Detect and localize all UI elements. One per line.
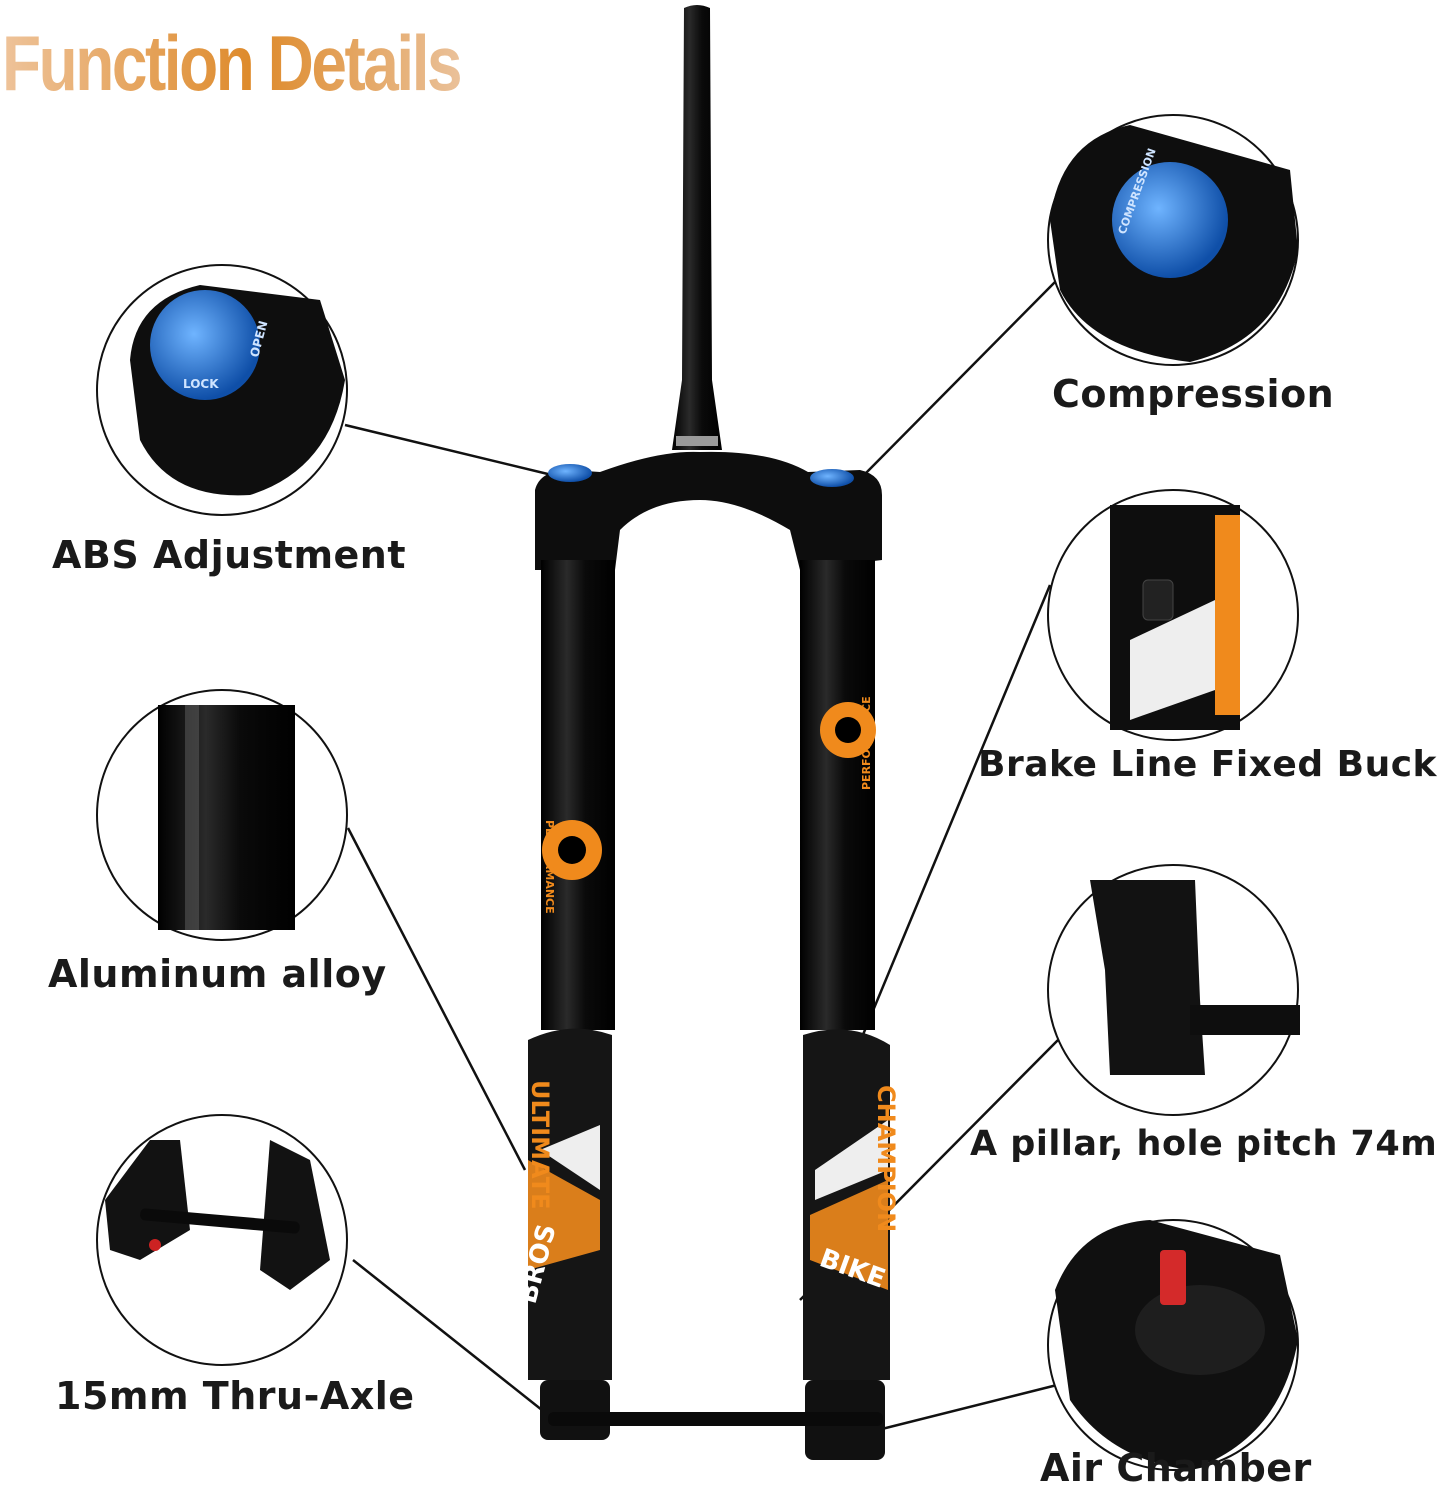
abs-knob-detail	[150, 290, 260, 400]
fork-crown	[535, 451, 882, 570]
leader-line-axle	[352, 1259, 553, 1419]
leader-line-air	[869, 1381, 1066, 1434]
left-stanchion	[541, 560, 615, 1030]
label-brake-line-fixed-buckle: Brake Line Fixed Buckle	[978, 744, 1440, 785]
label-abs-adjustment: ABS Adjustment	[52, 533, 407, 577]
leader-line-compression	[863, 281, 1056, 476]
leader-line-aluminum	[346, 827, 527, 1171]
detail-circle-pillar	[1047, 864, 1300, 1116]
thru-axle	[548, 1412, 883, 1426]
detail-circle-compression: COMPRESSION	[1047, 114, 1299, 366]
label-aluminum-alloy: Aluminum alloy	[48, 952, 387, 996]
decal-lock: LOCK	[183, 377, 219, 391]
decal-performance-left: PERFORMANCE	[543, 820, 556, 914]
decal-champion: CHAMPION	[872, 1085, 900, 1232]
air-valve-cap	[1160, 1250, 1186, 1305]
detail-circle-axle	[96, 1114, 348, 1366]
compression-knob-detail	[1112, 162, 1228, 278]
abs-knob	[548, 464, 592, 482]
decal-performance-right: PERFORMANCE	[860, 696, 873, 790]
label-compression: Compression	[1052, 372, 1335, 416]
page-title: Function Details	[2, 19, 463, 107]
label-air-chamber: Air Chamber	[1040, 1446, 1312, 1490]
label-a-pillar: A pillar, hole pitch 74mm	[970, 1124, 1440, 1164]
steerer-tube	[672, 5, 722, 450]
left-dropout	[540, 1380, 610, 1440]
detail-circle-abs: LOCK OPEN	[96, 264, 348, 516]
compression-knob	[810, 469, 854, 487]
decal-ultimate: ULTIMATE	[526, 1080, 554, 1209]
detail-circle-aluminum	[96, 689, 348, 941]
right-stanchion	[800, 560, 875, 1030]
detail-circle-brake	[1047, 489, 1299, 741]
brake-buckle	[1142, 579, 1174, 621]
leader-line-abs	[344, 423, 553, 477]
detail-circle-air	[1047, 1219, 1299, 1471]
label-thru-axle: 15mm Thru-Axle	[55, 1374, 415, 1418]
